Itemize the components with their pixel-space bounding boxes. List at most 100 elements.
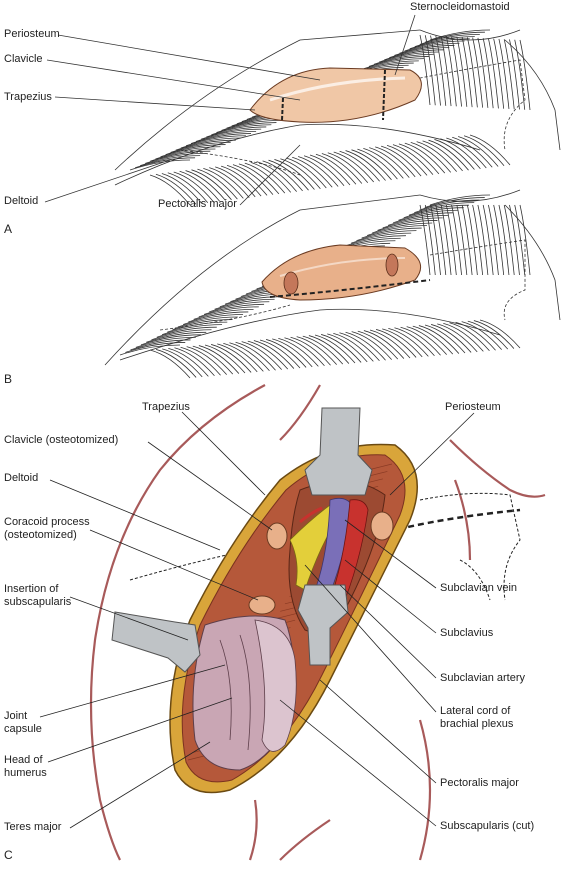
muscle-fiber-line bbox=[296, 336, 337, 365]
muscle-fiber-line bbox=[226, 164, 268, 196]
panel-a-drawing bbox=[44, 14, 561, 206]
muscle-fiber-line bbox=[434, 139, 475, 170]
muscle-fiber-line bbox=[247, 340, 289, 370]
muscle-fiber-line bbox=[449, 322, 490, 352]
muscle-fiber-line bbox=[351, 232, 412, 244]
muscle-fiber-line bbox=[369, 329, 411, 359]
muscle-fiber-line bbox=[458, 136, 499, 167]
label-c-clavicle-osteotomized: Clavicle (osteotomized) bbox=[4, 434, 119, 446]
muscle-fiber-line bbox=[419, 199, 480, 211]
muscle-fiber-line bbox=[357, 148, 398, 180]
muscle-fiber-line bbox=[206, 126, 267, 138]
muscle-fiber-line bbox=[290, 336, 331, 366]
muscle-fiber-line bbox=[440, 35, 452, 107]
muscle-fiber-line bbox=[253, 340, 295, 369]
muscle-fiber-line bbox=[469, 134, 511, 166]
muscle-fiber-line bbox=[424, 31, 485, 43]
label-a-trapezius: Trapezius bbox=[4, 91, 52, 103]
muscle-fiber-line bbox=[168, 347, 209, 377]
muscle-fiber-line bbox=[452, 136, 493, 168]
leader-a-pectoralis bbox=[239, 144, 301, 206]
muscle-fiber-line bbox=[161, 324, 223, 336]
muscle-fiber-line bbox=[211, 124, 272, 136]
muscle-fiber-line bbox=[155, 148, 216, 160]
muscle-fiber-line bbox=[327, 152, 369, 184]
muscle-fiber-line bbox=[403, 207, 464, 219]
muscle-fiber-line bbox=[190, 133, 252, 144]
muscle-fiber-line bbox=[186, 346, 227, 375]
muscle-fiber-line bbox=[215, 166, 256, 198]
muscle-fiber-line bbox=[435, 35, 447, 106]
muscle-fiber-line bbox=[509, 204, 520, 276]
muscle-fiber-line bbox=[204, 344, 246, 374]
muscle-fiber-line bbox=[292, 156, 333, 188]
muscle-fiber-line bbox=[493, 204, 505, 276]
muscle-fiber-line bbox=[466, 204, 478, 276]
leader-a-trapezius bbox=[54, 96, 256, 111]
muscle-fiber-line bbox=[410, 142, 452, 173]
muscle-fiber-line bbox=[406, 326, 447, 355]
label-c-joint-capsule: Joint capsule bbox=[4, 710, 42, 735]
retractor-top bbox=[304, 407, 373, 496]
muscle-fiber-line bbox=[477, 37, 489, 108]
muscle-fiber-line bbox=[376, 329, 417, 358]
label-a-clavicle: Clavicle bbox=[4, 53, 43, 65]
muscle-fiber-line bbox=[372, 222, 433, 234]
muscle-fiber-line bbox=[188, 311, 249, 323]
muscle-fiber-line bbox=[333, 332, 374, 362]
muscle-fiber-line bbox=[392, 144, 434, 175]
muscle-fiber-line bbox=[149, 174, 191, 206]
panel-b-drawing bbox=[104, 189, 561, 379]
muscle-fiber-line bbox=[140, 155, 201, 166]
muscle-fiber-line bbox=[274, 159, 315, 190]
muscle-fiber-line bbox=[155, 173, 197, 205]
muscle-fiber-line bbox=[250, 162, 292, 193]
muscle-fiber-line bbox=[177, 316, 238, 328]
muscle-fiber-line bbox=[416, 141, 457, 172]
muscle-fiber-line bbox=[165, 144, 226, 155]
muscle-fiber-line bbox=[461, 37, 473, 108]
muscle-fiber-line bbox=[203, 303, 265, 315]
muscle-fiber-line bbox=[404, 40, 465, 52]
muscle-fiber-line bbox=[345, 150, 386, 181]
muscle-fiber-line bbox=[315, 153, 357, 185]
muscle-fiber-line bbox=[366, 225, 427, 236]
muscle-fiber-line bbox=[345, 331, 386, 361]
muscle-fiber-line bbox=[382, 328, 423, 358]
muscle-fiber-line bbox=[377, 220, 438, 231]
leader-a-clavicle bbox=[46, 59, 301, 101]
muscle-fiber-line bbox=[129, 159, 191, 171]
muscle-fiber-line bbox=[424, 204, 436, 276]
muscle-fiber-line bbox=[435, 204, 447, 276]
muscle-fiber-line bbox=[445, 204, 457, 276]
muscle-fiber-line bbox=[440, 138, 481, 169]
muscle-fiber-line bbox=[216, 122, 277, 133]
muscle-fiber-line bbox=[278, 337, 319, 367]
muscle-fiber-line bbox=[345, 235, 406, 247]
muscle-fiber-line bbox=[134, 157, 196, 169]
muscle-striation-line bbox=[275, 612, 300, 620]
muscle-fiber-line bbox=[482, 204, 494, 276]
label-c-subclavian-artery: Subclavian artery bbox=[440, 672, 525, 684]
muscle-fiber-line bbox=[398, 209, 459, 221]
muscle-fiber-line bbox=[201, 128, 262, 140]
muscle-fiber-line bbox=[182, 314, 244, 325]
muscle-fiber-line bbox=[298, 156, 339, 187]
label-c-coracoid-process: Coracoid process (osteotomized) bbox=[4, 516, 90, 541]
muscle-fiber-line bbox=[211, 344, 252, 373]
muscle-fiber-line bbox=[220, 165, 262, 197]
label-c-pectoralis-major: Pectoralis major bbox=[440, 777, 519, 789]
muscle-fiber-line bbox=[327, 333, 368, 363]
muscle-fiber-line bbox=[461, 204, 473, 276]
muscle-fiber-line bbox=[455, 321, 496, 351]
panel-letter-a: A bbox=[4, 222, 13, 236]
muscle-fiber-line bbox=[150, 150, 211, 162]
muscle-fiber-line bbox=[363, 330, 405, 359]
muscle-fiber-line bbox=[180, 137, 241, 149]
panel-c-drawing bbox=[39, 384, 546, 861]
muscle-fiber-line bbox=[351, 331, 392, 360]
muscle-fiber-line bbox=[197, 168, 238, 200]
leader-a-scm bbox=[394, 14, 416, 76]
muscle-fiber-line bbox=[356, 230, 417, 241]
